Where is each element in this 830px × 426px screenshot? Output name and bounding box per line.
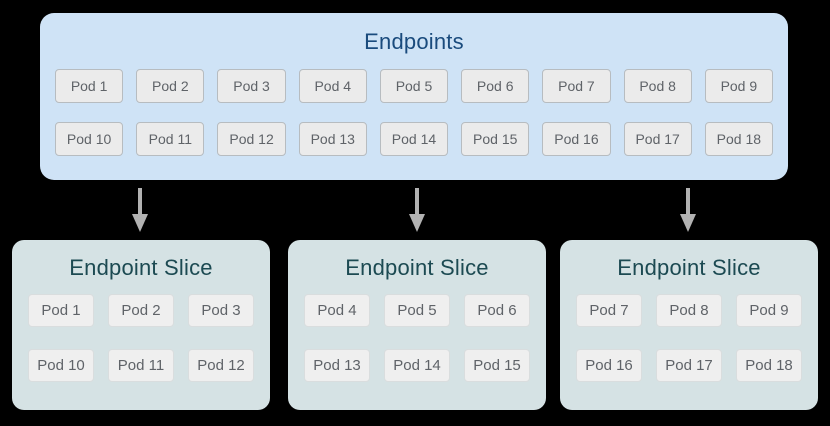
pod: Pod 7: [576, 294, 642, 327]
pod: Pod 2: [108, 294, 174, 327]
endpoint-slice-box-2: Endpoint Slice Pod 4 Pod 5 Pod 6 Pod 13 …: [288, 240, 546, 410]
endpoints-box: Endpoints Pod 1 Pod 2 Pod 3 Pod 4 Pod 5 …: [40, 13, 788, 180]
pod: Pod 16: [542, 122, 611, 156]
pod: Pod 18: [704, 122, 773, 156]
pod: Pod 13: [304, 349, 370, 382]
pod: Pod 5: [384, 294, 450, 327]
pod: Pod 17: [623, 122, 692, 156]
pod: Pod 4: [298, 69, 367, 103]
slice-pod-row-2: Pod 13 Pod 14 Pod 15: [304, 349, 530, 382]
slice-pod-row-2: Pod 10 Pod 11 Pod 12: [28, 349, 254, 382]
pod: Pod 12: [217, 122, 286, 156]
pod: Pod 7: [542, 69, 611, 103]
endpoint-slice-box-1: Endpoint Slice Pod 1 Pod 2 Pod 3 Pod 10 …: [12, 240, 270, 410]
endpoint-slice-box-3: Endpoint Slice Pod 7 Pod 8 Pod 9 Pod 16 …: [560, 240, 818, 410]
pod: Pod 14: [384, 349, 450, 382]
arrow-shaft: [415, 188, 419, 214]
pod: Pod 18: [736, 349, 802, 382]
pod: Pod 8: [623, 69, 692, 103]
endpoints-pod-row-2: Pod 10 Pod 11 Pod 12 Pod 13 Pod 14 Pod 1…: [55, 122, 773, 156]
pod: Pod 14: [379, 122, 449, 156]
pod: Pod 1: [55, 69, 124, 103]
pod: Pod 11: [108, 349, 174, 382]
pod: Pod 4: [304, 294, 370, 327]
pod: Pod 17: [656, 349, 722, 382]
pod: Pod 15: [464, 349, 530, 382]
pod: Pod 8: [656, 294, 722, 327]
arrow-head-icon: [132, 214, 148, 232]
arrow-shaft: [686, 188, 690, 214]
endpoints-title: Endpoints: [364, 29, 464, 54]
arrow-head-icon: [680, 214, 696, 232]
pod: Pod 3: [217, 69, 286, 103]
pod: Pod 13: [298, 122, 367, 156]
pod: Pod 6: [464, 294, 530, 327]
pod: Pod 10: [28, 349, 94, 382]
slice-pod-row-1: Pod 1 Pod 2 Pod 3: [28, 294, 254, 327]
slice-pod-row-1: Pod 7 Pod 8 Pod 9: [576, 294, 802, 327]
endpoint-slice-title: Endpoint Slice: [69, 255, 213, 280]
endpoint-slice-title: Endpoint Slice: [617, 255, 761, 280]
arrow-shaft: [138, 188, 142, 214]
pod: Pod 10: [55, 122, 124, 156]
endpoints-pod-row-1: Pod 1 Pod 2 Pod 3 Pod 4 Pod 5 Pod 6 Pod …: [55, 69, 773, 103]
pod: Pod 9: [704, 69, 773, 103]
pod: Pod 11: [136, 122, 205, 156]
slice-pod-row-1: Pod 4 Pod 5 Pod 6: [304, 294, 530, 327]
pod: Pod 9: [736, 294, 802, 327]
pod: Pod 1: [28, 294, 94, 327]
pod: Pod 16: [576, 349, 642, 382]
down-arrow: [680, 188, 696, 232]
down-arrow: [409, 188, 425, 232]
down-arrow: [132, 188, 148, 232]
arrow-head-icon: [409, 214, 425, 232]
endpoint-slice-title: Endpoint Slice: [345, 255, 489, 280]
pod: Pod 5: [379, 69, 449, 103]
pod: Pod 2: [136, 69, 205, 103]
pod: Pod 6: [461, 69, 530, 103]
pod: Pod 12: [188, 349, 254, 382]
pod: Pod 15: [461, 122, 530, 156]
pod: Pod 3: [188, 294, 254, 327]
slice-pod-row-2: Pod 16 Pod 17 Pod 18: [576, 349, 802, 382]
